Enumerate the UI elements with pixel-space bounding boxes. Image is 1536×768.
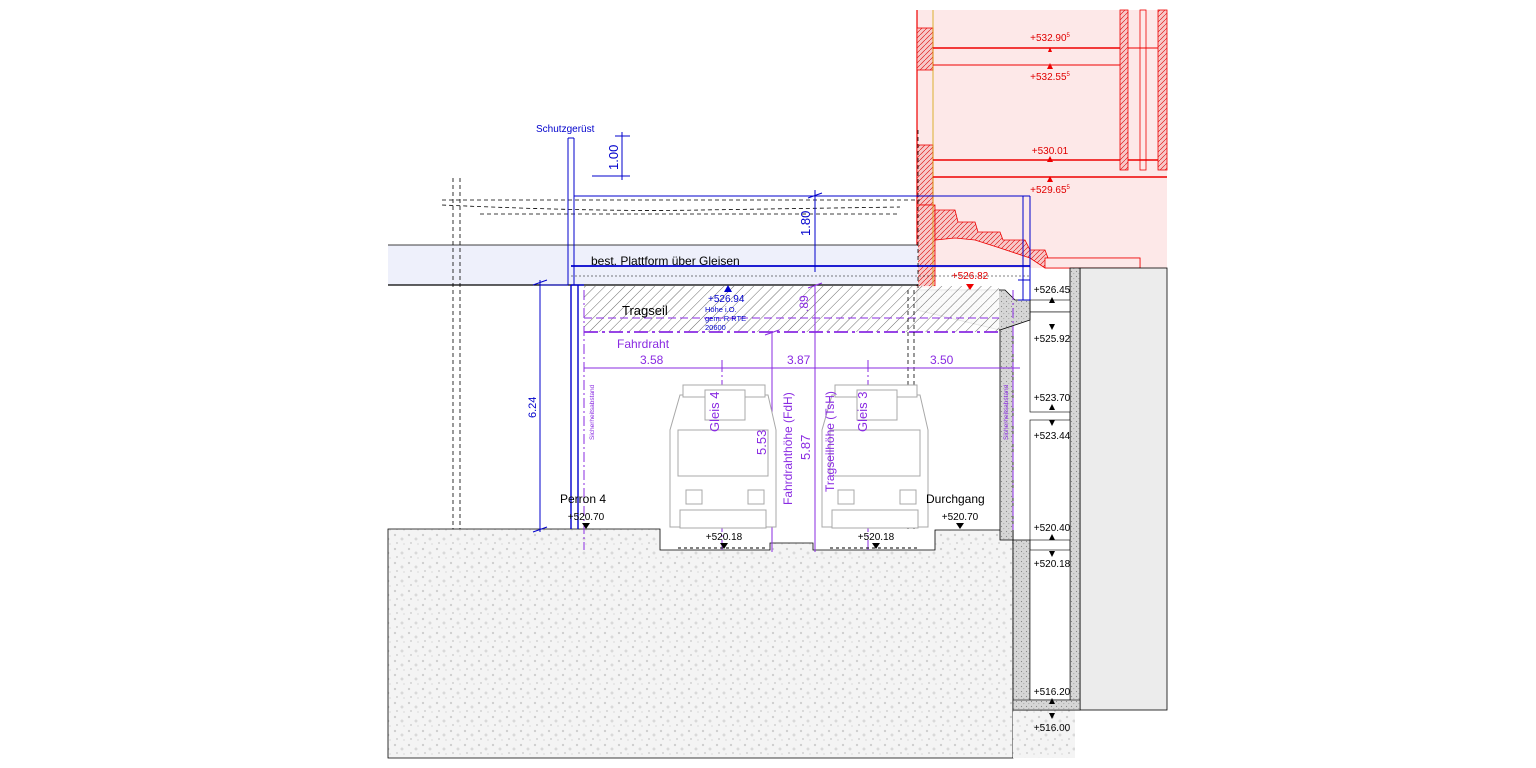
elev-53001-marker xyxy=(1047,156,1053,162)
fdh-label: Fahrdrahthöhe (FdH) xyxy=(781,392,795,505)
elev-53290-marker xyxy=(1048,47,1052,52)
schutzgeruest-label: Schutzgerüst xyxy=(536,124,595,135)
perron-label: Perron 4 xyxy=(560,492,606,506)
durchgang-label: Durchgang xyxy=(926,492,985,506)
gleis4-label: Gleis 4 xyxy=(707,392,722,432)
elev-53255-marker xyxy=(1047,63,1053,69)
dim-553: 5.53 xyxy=(754,430,769,455)
catenary-zone xyxy=(584,286,999,333)
elev-52018-g4: +520.18 xyxy=(706,532,743,543)
dim-180: 1.80 xyxy=(798,211,813,236)
elev-52070p-marker xyxy=(582,523,590,529)
dim-089: .89 xyxy=(797,295,811,312)
elev-52592: +525.92 xyxy=(1034,334,1071,345)
train-gleis-3 xyxy=(821,384,929,529)
elev-52592-marker xyxy=(1049,324,1055,330)
dim-624: 6.24 xyxy=(527,397,539,418)
hoehe-note-2: gem. R RTE xyxy=(705,314,746,323)
elev-52040-marker xyxy=(1049,534,1055,540)
fahrdraht-label: Fahrdraht xyxy=(617,337,670,351)
tragseil-label: Tragseil xyxy=(622,303,668,318)
protective-scaffold xyxy=(532,132,1031,533)
elev-51620-marker xyxy=(1049,698,1055,704)
hoehe-note-1: Höhe i.O. xyxy=(705,305,737,314)
elev-52682-marker xyxy=(966,284,974,290)
hoehe-value: +526.94 xyxy=(708,294,745,305)
dim-387: 3.87 xyxy=(787,353,811,367)
sicherheit-left-label: Sicherheitsabstand xyxy=(589,384,596,440)
gleis3-label: Gleis 3 xyxy=(855,392,870,432)
elev-52018-wall: +520.18 xyxy=(1034,559,1071,570)
dim-587: 5.87 xyxy=(798,435,813,460)
elev-51600-marker xyxy=(1049,713,1055,719)
elev-52965-marker xyxy=(1047,176,1053,182)
elev-52682: +526.82 xyxy=(952,271,989,282)
elev-52070-perron: +520.70 xyxy=(568,512,605,523)
elev-52645-marker xyxy=(1049,297,1055,303)
elev-52965: +529.655 xyxy=(1030,185,1070,196)
elev-52018-g3: +520.18 xyxy=(858,532,895,543)
elev-52018g3-marker xyxy=(872,543,880,549)
elev-52645: +526.45 xyxy=(1034,285,1071,296)
elev-52344-marker xyxy=(1049,420,1055,426)
elev-52018w-marker xyxy=(1049,551,1055,557)
elev-52070-durchgang: +520.70 xyxy=(942,512,979,523)
elev-52370-marker xyxy=(1049,404,1055,410)
elev-52344: +523.44 xyxy=(1034,431,1071,442)
elev-51600: +516.00 xyxy=(1034,723,1071,734)
tsh-label: Tragseilhöhe (TsH) xyxy=(823,391,837,492)
dim-358: 3.58 xyxy=(640,353,664,367)
elev-53001: +530.01 xyxy=(1032,146,1069,157)
hoehe-note-3: 20600 xyxy=(705,323,726,332)
ground xyxy=(387,528,1075,759)
platform-over-tracks xyxy=(388,244,1030,286)
elev-53255: +532.555 xyxy=(1030,72,1070,83)
elev-52040: +520.40 xyxy=(1034,523,1071,534)
elev-51620: +516.20 xyxy=(1034,687,1071,698)
elev-52070d-marker xyxy=(956,523,964,529)
hoehe-marker xyxy=(724,285,732,292)
dim-100: 1.00 xyxy=(606,145,621,170)
sicherheit-right-label: Sicherheitsabstand xyxy=(1003,384,1010,440)
dim-350: 3.50 xyxy=(930,353,954,367)
elev-52018g4-marker xyxy=(720,543,728,549)
train-gleis-4 xyxy=(669,384,777,529)
elev-52370: +523.70 xyxy=(1034,393,1071,404)
plattform-label: best. Plattform über Gleisen xyxy=(591,254,740,268)
elev-53290: +532.905 xyxy=(1030,33,1070,44)
